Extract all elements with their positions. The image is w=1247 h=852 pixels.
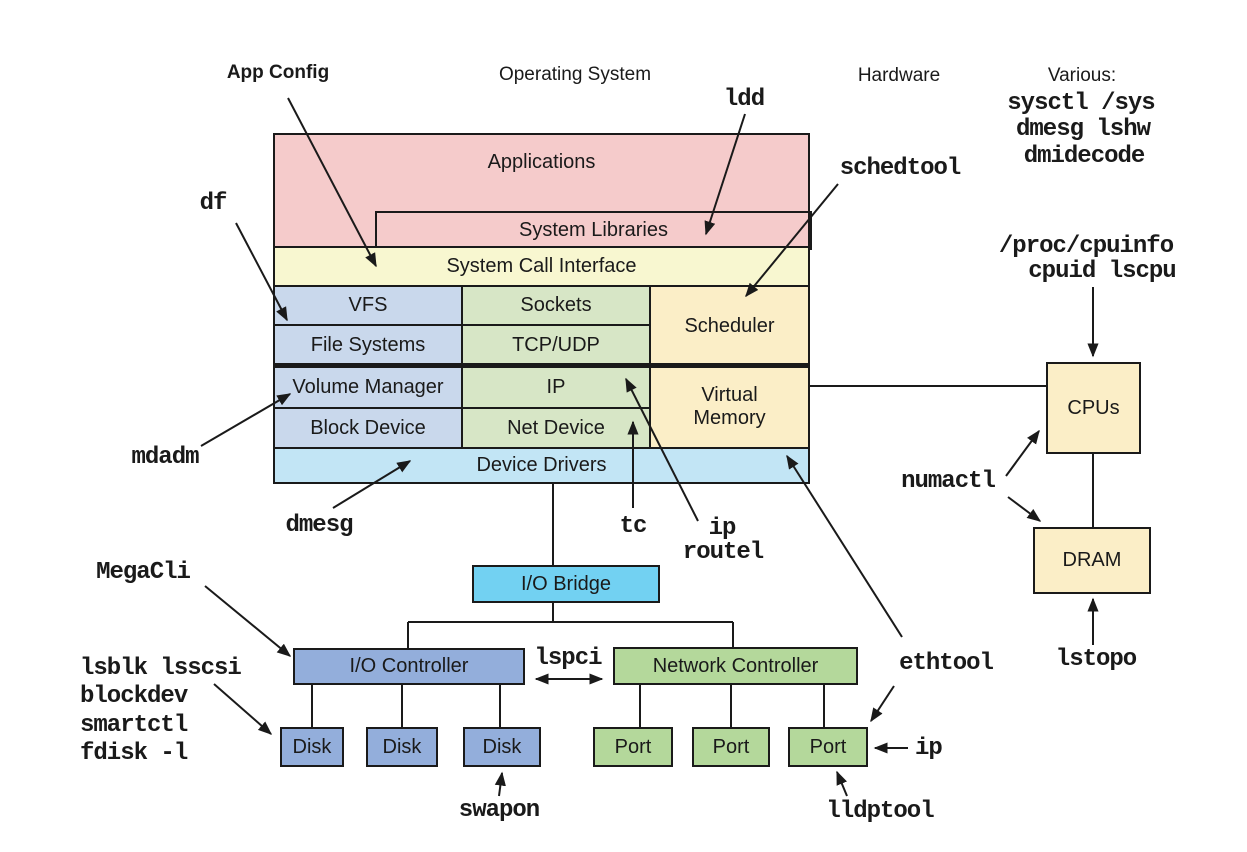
tool-ethtool: ethtool: [899, 650, 994, 677]
tool-lspci: lspci: [534, 645, 602, 672]
file-systems-label: File Systems: [310, 334, 426, 356]
tool-tc: tc: [619, 513, 648, 540]
tool-swapon: swapon: [458, 797, 540, 824]
port-label: Port: [809, 735, 847, 758]
tool-sysctl-sys: sysctl /sys: [1007, 90, 1155, 117]
io-bridge-box: I/O Bridge: [472, 565, 660, 603]
tool-mdadm: mdadm: [131, 444, 199, 471]
dram-label: DRAM: [1062, 549, 1122, 571]
io-controller-box: I/O Controller: [293, 648, 525, 685]
tool-ip-routel-line2: routel: [682, 539, 764, 566]
tool-lldptool: lldptool: [826, 798, 934, 825]
tool-ip: ip: [915, 735, 943, 762]
vfs-cell: VFS: [273, 285, 463, 326]
sockets-label: Sockets: [520, 294, 592, 316]
port-box-3: Port: [788, 727, 868, 767]
tool-lstopo: lstopo: [1055, 646, 1137, 673]
ip-cell: IP: [461, 366, 651, 409]
cpus-label: CPUs: [1067, 396, 1120, 419]
tcp-udp-cell: TCP/UDP: [461, 324, 651, 367]
disk-label: Disk: [482, 735, 522, 758]
io-controller-label: I/O Controller: [349, 655, 469, 677]
tool-schedtool: schedtool: [839, 155, 962, 182]
volume-manager-cell: Volume Manager: [273, 366, 463, 409]
disk-box-2: Disk: [366, 727, 438, 767]
device-drivers-label: Device Drivers: [476, 454, 607, 476]
tool-dmidecode: dmidecode: [1023, 143, 1146, 170]
scheduler-label: Scheduler: [684, 314, 775, 337]
tool-ldd: ldd: [723, 86, 765, 113]
sockets-cell: Sockets: [461, 285, 651, 326]
disk-label: Disk: [292, 735, 332, 758]
block-device-label: Block Device: [310, 416, 426, 439]
tool-numactl: numactl: [901, 468, 996, 495]
cpus-box: CPUs: [1046, 362, 1141, 454]
virtual-memory-cell: Virtual Memory: [649, 365, 810, 449]
tool-cpuid-lscpu: cpuid lscpu: [1028, 258, 1176, 285]
tool-blockdev: blockdev: [80, 683, 188, 710]
system-libraries-box: System Libraries: [375, 211, 812, 250]
port-label: Port: [712, 735, 750, 758]
tool-proc-cpuinfo: /proc/cpuinfo: [998, 233, 1174, 260]
tool-megacli: MegaCli: [96, 559, 191, 586]
tool-ip-routel-line1: ip: [708, 515, 737, 542]
hardware-header: Hardware: [857, 65, 941, 86]
tcp-udp-label: TCP/UDP: [512, 334, 600, 356]
net-device-label: Net Device: [507, 416, 605, 439]
tool-dmesg: dmesg: [285, 512, 353, 539]
io-bridge-label: I/O Bridge: [520, 572, 612, 595]
applications-label: Applications: [487, 151, 596, 173]
network-controller-label: Network Controller: [652, 654, 819, 677]
system-call-interface-label: System Call Interface: [446, 255, 637, 277]
volume-manager-label: Volume Manager: [292, 376, 444, 398]
dram-box: DRAM: [1033, 527, 1151, 594]
net-device-cell: Net Device: [461, 407, 651, 449]
vfs-label: VFS: [348, 294, 388, 316]
kernel-subblock-divider: [273, 363, 810, 368]
scheduler-cell: Scheduler: [649, 285, 810, 367]
tool-smartctl: smartctl: [80, 712, 188, 739]
tool-lsblk-lsscsi: lsblk lsscsi: [80, 655, 242, 682]
disk-box-3: Disk: [463, 727, 541, 767]
system-libraries-label: System Libraries: [519, 219, 668, 241]
device-drivers-box: Device Drivers: [273, 447, 810, 484]
disk-box-1: Disk: [280, 727, 344, 767]
virtual-memory-label: Virtual Memory: [693, 384, 766, 429]
block-device-cell: Block Device: [273, 407, 463, 449]
network-controller-box: Network Controller: [613, 647, 858, 685]
ip-label: IP: [546, 376, 566, 398]
tool-fdisk-l: fdisk -l: [80, 740, 188, 767]
various-header: Various:: [1047, 65, 1117, 86]
operating-system-header: Operating System: [498, 64, 652, 85]
file-systems-cell: File Systems: [273, 324, 463, 367]
tool-dmesg-lshw: dmesg lshw: [1015, 116, 1151, 143]
port-box-2: Port: [692, 727, 770, 767]
app-config-header: App Config: [226, 62, 330, 83]
tool-df: df: [199, 190, 228, 217]
port-label: Port: [614, 735, 652, 758]
port-box-1: Port: [593, 727, 673, 767]
system-call-interface-box: System Call Interface: [273, 246, 810, 287]
disk-label: Disk: [382, 735, 422, 758]
